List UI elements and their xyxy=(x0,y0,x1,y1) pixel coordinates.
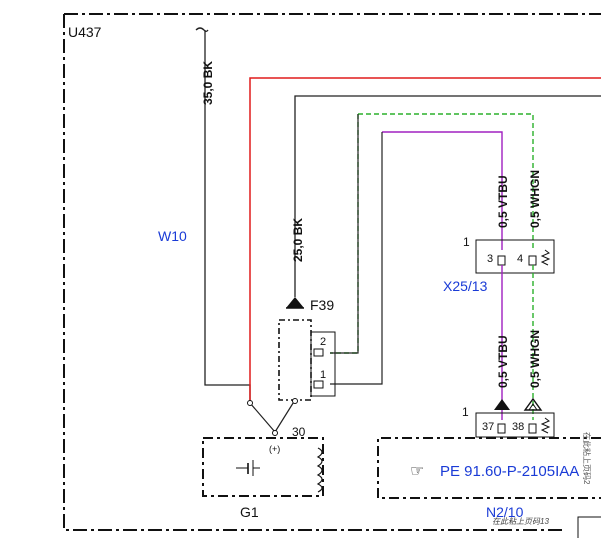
wire-to-terminal xyxy=(249,399,296,433)
arrow-38-inner xyxy=(528,403,538,411)
arrow-37-icon xyxy=(494,399,510,410)
battery-terminal: 30 xyxy=(292,425,306,439)
whgn-upper-label: 0,5 WHGN xyxy=(528,170,542,228)
module-n2-name: N2/10 xyxy=(486,504,524,520)
wire-red xyxy=(249,77,601,403)
connector-pin-4 xyxy=(528,255,537,266)
battery-coil-icon xyxy=(316,447,323,493)
connector-pin-3 xyxy=(497,255,506,266)
battery-box xyxy=(202,437,324,497)
n2-pin-a: 37 xyxy=(482,421,494,433)
node-right xyxy=(292,398,298,404)
module-n2-ref: PE 91.60-P-2105IAA xyxy=(440,463,579,480)
fuse-box xyxy=(278,319,312,401)
bottom-note: 在此粘上页码13 xyxy=(492,517,549,526)
n2-pin-b: 38 xyxy=(512,421,524,433)
node-left xyxy=(247,400,253,406)
connector-x25-name: X25/13 xyxy=(443,278,488,294)
connector-x25-index: 1 xyxy=(463,235,470,249)
fuse-pin-1 xyxy=(313,380,324,389)
whgn-lower-label: 0,5 WHGN xyxy=(528,330,542,388)
connector-x25-box xyxy=(475,239,555,274)
side-note-right: 在此粘上页码2 xyxy=(582,432,592,485)
fuse-pin-2 xyxy=(313,348,324,357)
frame-border xyxy=(63,13,601,531)
ground-ref-label: W10 xyxy=(158,228,187,244)
bottom-right-bracket xyxy=(577,516,601,538)
fuse-pin-top: 2 xyxy=(320,336,326,348)
n2-pin-index: 1 xyxy=(462,405,469,419)
module-n2-box xyxy=(377,437,601,499)
fuse-name: F39 xyxy=(310,297,334,313)
arrow-38-icon xyxy=(523,397,543,411)
wire-black-2 xyxy=(330,132,383,385)
n2-pin-37 xyxy=(497,423,506,434)
wire-black-top xyxy=(330,114,359,354)
battery-icon xyxy=(236,460,260,476)
connector-x25-pin-a: 3 xyxy=(487,253,493,265)
node-terminal xyxy=(272,430,278,436)
fuse-connector-box xyxy=(310,331,336,397)
vtbu-upper-label: 0,5 VTBU xyxy=(496,175,510,228)
n2-spring-icon xyxy=(540,417,551,434)
wire-25-bk xyxy=(294,95,601,297)
connector-x25-pin-b: 4 xyxy=(517,253,523,265)
connector-spring-icon xyxy=(540,249,551,266)
wire-violet-top xyxy=(382,131,503,250)
frame-label: U437 xyxy=(68,24,102,40)
wire-35-bk-label: 35,0 BK xyxy=(201,61,215,105)
module-n2-ref-icon: ☞ xyxy=(410,463,424,480)
fuse-arrow-icon xyxy=(286,297,304,308)
battery-polarity: (+) xyxy=(269,444,280,454)
wire-25-bk-label: 25,0 BK xyxy=(291,218,305,262)
vtbu-lower-label: 0,5 VTBU xyxy=(496,335,510,388)
n2-pin-38 xyxy=(528,423,537,434)
battery-name: G1 xyxy=(240,504,259,520)
fuse-pin-bottom: 1 xyxy=(320,369,326,381)
